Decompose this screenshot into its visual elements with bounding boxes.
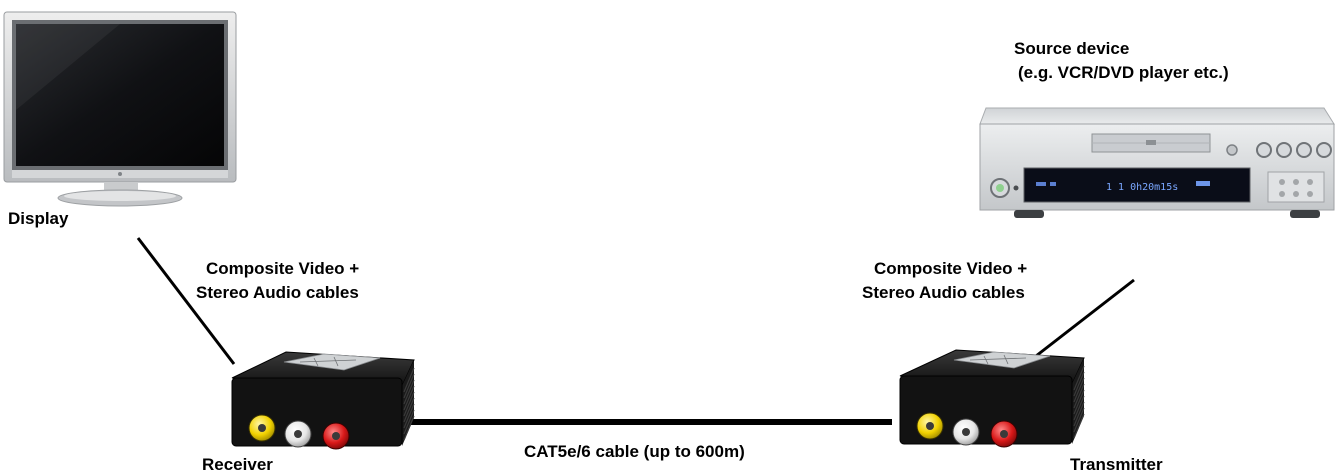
left-cable-label-line1: Composite Video +	[206, 259, 360, 278]
receiver-label: Receiver	[202, 455, 273, 474]
cat5-cable-label: CAT5e/6 cable (up to 600m)	[524, 442, 745, 461]
source-device-label-line1: Source device	[1014, 39, 1130, 58]
display-label: Display	[8, 209, 69, 228]
left-cable-label-line2: Stereo Audio cables	[196, 283, 359, 302]
dvd-display-readout: 1 1 0h20m15s	[1106, 182, 1178, 193]
source-to-transmitter-cable	[1035, 278, 1135, 358]
dvd-player-icon: 1 1 0h20m15s	[979, 107, 1335, 218]
right-cable-label-line1: Composite Video +	[874, 259, 1028, 278]
transmitter-box-icon	[899, 349, 1085, 448]
receiver-box-icon	[231, 351, 415, 450]
right-cable-label-line2: Stereo Audio cables	[862, 283, 1025, 302]
display-tv-icon	[3, 11, 237, 207]
transmitter-label: Transmitter	[1070, 455, 1163, 474]
source-device-label-line2: (e.g. VCR/DVD player etc.)	[1018, 63, 1229, 82]
display-to-receiver-cable	[136, 237, 236, 365]
